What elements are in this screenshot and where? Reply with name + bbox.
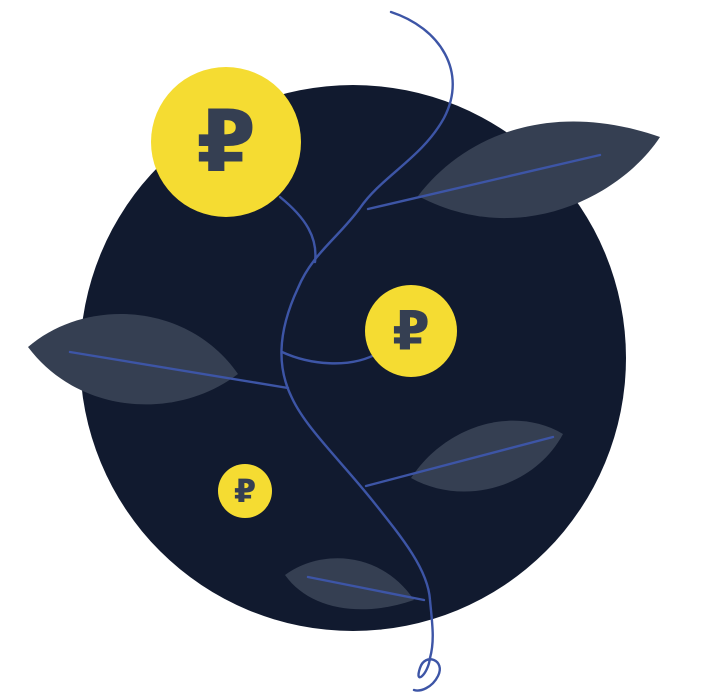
- ruble-coin-icon: ₽: [218, 464, 272, 518]
- leaf-vein: [364, 435, 555, 488]
- ruble-coin-icon: ₽: [151, 67, 301, 217]
- leaf-icon: [411, 420, 563, 492]
- leaf-vein: [68, 350, 290, 390]
- coin-stem: [280, 350, 382, 365]
- ruble-coin-icon: ₽: [365, 285, 457, 377]
- leaf-vein: [366, 153, 602, 211]
- leaf-icon: [28, 313, 238, 405]
- vine-stem: [280, 10, 454, 660]
- background-circle: [80, 85, 626, 631]
- coin-symbol: ₽: [234, 472, 256, 510]
- coin-symbol: ₽: [392, 300, 430, 363]
- leaf-vein: [306, 575, 426, 602]
- coin-stem: [278, 195, 317, 264]
- coin-symbol: ₽: [196, 92, 256, 192]
- leaf-icon: [285, 558, 414, 610]
- vine-curl: [412, 656, 441, 692]
